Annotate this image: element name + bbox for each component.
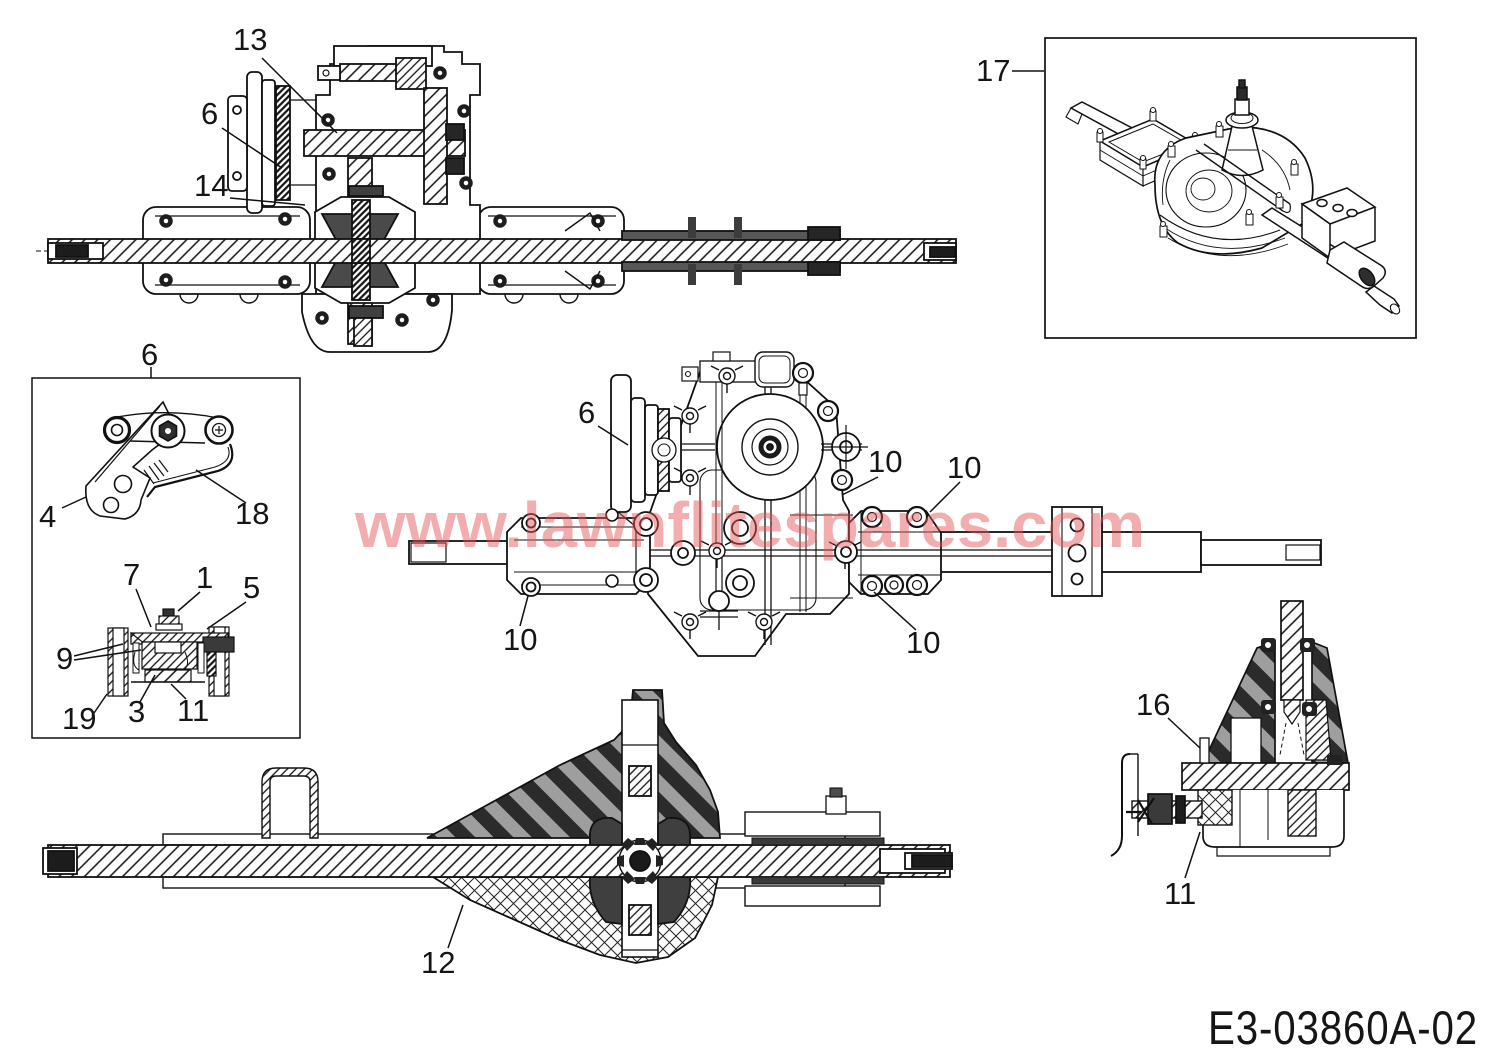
svg-text:11: 11 [1164,876,1196,911]
svg-text:6: 6 [578,395,595,430]
svg-text:18: 18 [235,496,269,531]
svg-text:10: 10 [868,444,902,479]
svg-text:19: 19 [62,701,96,736]
svg-text:6: 6 [201,96,218,131]
svg-text:10: 10 [947,450,981,485]
svg-text:16: 16 [1136,687,1170,722]
svg-text:www.lawnflitespares.com: www.lawnflitespares.com [354,489,1145,561]
svg-text:4: 4 [39,499,56,534]
svg-text:14: 14 [194,168,228,203]
svg-text:13: 13 [233,22,267,57]
svg-text:10: 10 [503,622,537,657]
svg-text:E3-03860A-02: E3-03860A-02 [1208,1001,1478,1054]
svg-text:7: 7 [123,557,140,592]
svg-text:17: 17 [976,53,1010,88]
svg-text:1: 1 [196,560,213,595]
svg-text:10: 10 [906,625,940,660]
svg-text:5: 5 [243,570,260,605]
svg-text:12: 12 [421,945,455,980]
svg-text:6: 6 [141,337,158,372]
svg-text:3: 3 [128,694,145,729]
svg-text:9: 9 [56,641,73,676]
svg-text:11: 11 [177,693,209,728]
